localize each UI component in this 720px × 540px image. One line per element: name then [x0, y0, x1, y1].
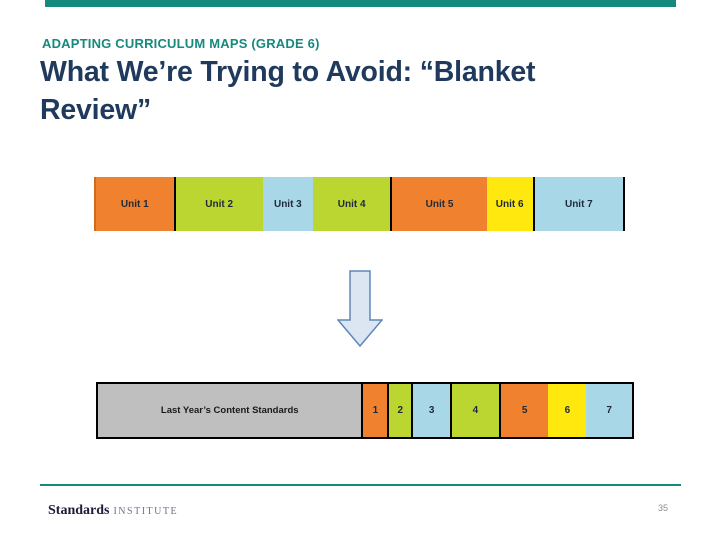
bar-segment-label: 4	[472, 405, 479, 416]
bar-segment-label: Unit 2	[205, 198, 234, 210]
slide-kicker: ADAPTING CURRICULUM MAPS (GRADE 6)	[42, 36, 320, 51]
down-arrow-shape	[337, 270, 383, 347]
bar-segment-label: 7	[606, 405, 612, 416]
page-number: 35	[658, 503, 669, 513]
bar-segment-label: Unit 5	[425, 198, 454, 210]
bar-segment: Unit 7	[534, 177, 626, 231]
bar-segment: Last Year’s Content Standards	[98, 384, 364, 437]
bar-segment-label: 5	[521, 405, 528, 416]
bar-segment: 3	[413, 384, 453, 437]
current-units-bar: Unit 1 Unit 2 Unit 3 Unit 4 Unit 5 Unit 6 Unit…	[94, 177, 626, 231]
bar-segment: Unit 3	[262, 177, 313, 231]
logo-secondary-text: INSTITUTE	[113, 506, 179, 517]
bar-segment: 1	[363, 384, 390, 437]
top-accent-bar	[45, 0, 676, 7]
bar-segment: Unit 4	[312, 177, 393, 231]
bar-segment: 5	[500, 384, 549, 437]
bar-segment-label: Last Year’s Content Standards	[160, 405, 299, 416]
bar-segment-label: Unit 7	[564, 198, 593, 210]
bar-segment-label: Unit 1	[120, 198, 149, 210]
bar-segment: 4	[452, 384, 501, 437]
bar-segment: 7	[586, 384, 632, 437]
bar-segment: Unit 1	[94, 177, 176, 231]
bar-segment: Unit 5	[392, 177, 487, 231]
bar-segment-label: 6	[564, 405, 571, 416]
bar-segment-label: Unit 6	[495, 198, 524, 210]
bar-segment: 2	[389, 384, 414, 437]
bar-segment-label: 3	[428, 405, 435, 416]
bar-segment: Unit 6	[486, 177, 535, 231]
slide-title: What We’re Trying to Avoid: “Blanket Rev…	[40, 56, 536, 126]
bar-segment-label: Unit 4	[337, 198, 366, 210]
footer-divider	[40, 484, 681, 486]
logo-primary-text: Standards	[48, 503, 110, 518]
bar-segment: Unit 2	[175, 177, 263, 231]
last-year-standards-bar: Last Year’s Content Standards 1 2 3 4 5 6 7	[96, 382, 634, 439]
down-arrow-icon	[337, 270, 383, 347]
bar-segment-label: 1	[372, 405, 379, 416]
bar-segment-label: Unit 3	[273, 198, 302, 210]
bar-segment-label: 2	[397, 405, 404, 416]
bar-segment: 6	[548, 384, 587, 437]
